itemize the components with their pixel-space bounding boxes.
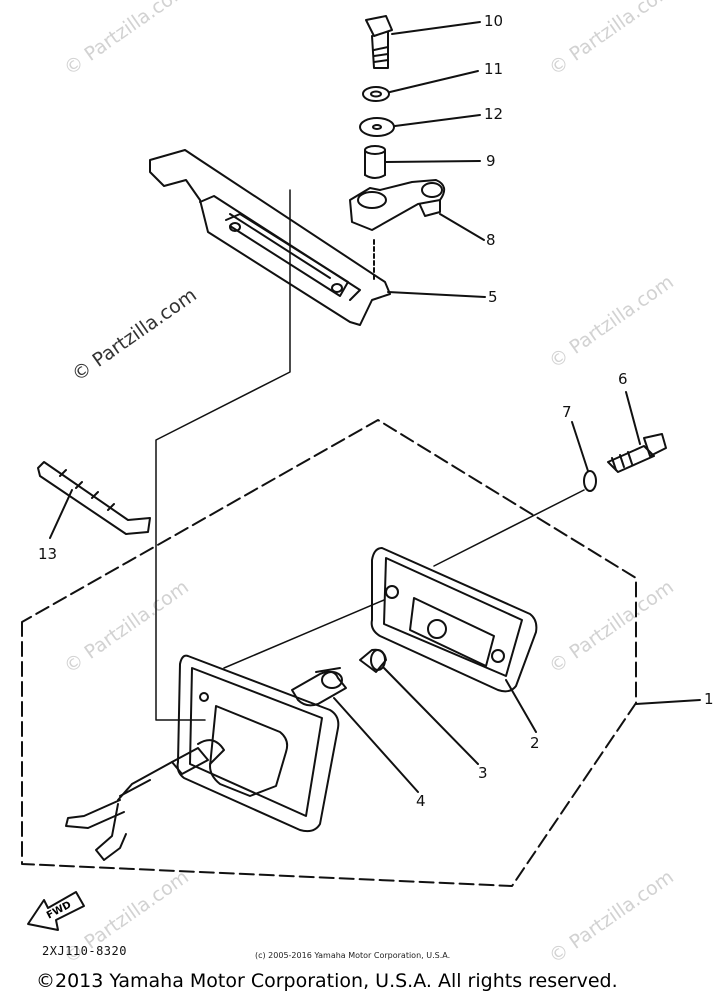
leader-5 [387,291,486,298]
callout-11: 11 [484,60,504,78]
callout-5: 5 [488,288,498,306]
callout-10: 10 [484,12,504,30]
cable-tie [37,461,151,535]
leader-13 [49,489,73,539]
callout-12: 12 [484,105,504,123]
lens [370,547,538,693]
diagram-code: 2XJ110-8320 [42,944,127,958]
footer-copyright: ©2013 Yamaha Motor Corporation, U.S.A. A… [36,970,618,992]
leader-8 [439,213,485,241]
leader-2 [505,679,537,733]
light-housing [176,654,340,833]
collar [364,145,386,179]
callout-8: 8 [486,231,496,249]
leader-10 [391,21,481,35]
small-copyright: (c) 2005-2016 Yamaha Motor Corporation, … [255,951,451,960]
socket [291,667,347,707]
leader-4 [333,697,419,793]
leader-11 [389,70,479,93]
wire-harness [65,739,225,861]
fwd-arrow-icon [27,891,85,931]
flat-washer [359,117,395,137]
leader-1 [635,699,701,705]
bolt-top [365,15,393,69]
callout-13: 13 [38,545,58,563]
callout-9: 9 [486,152,496,170]
leader-9 [385,160,481,163]
leader-7 [571,421,589,472]
leader-6 [625,391,641,445]
bulb [359,648,387,673]
bolt-side [607,433,667,473]
mounting-plate [149,149,391,326]
lock-washer [362,86,390,102]
callout-4: 4 [416,792,426,810]
callout-2: 2 [530,734,540,752]
leader-12 [394,114,481,127]
stay-bracket [349,179,446,231]
callout-7: 7 [562,403,572,421]
side-washer [583,470,597,492]
callout-6: 6 [618,370,628,388]
callout-3: 3 [478,764,488,782]
callout-1: 1 [704,690,714,708]
leader-3 [383,667,479,765]
